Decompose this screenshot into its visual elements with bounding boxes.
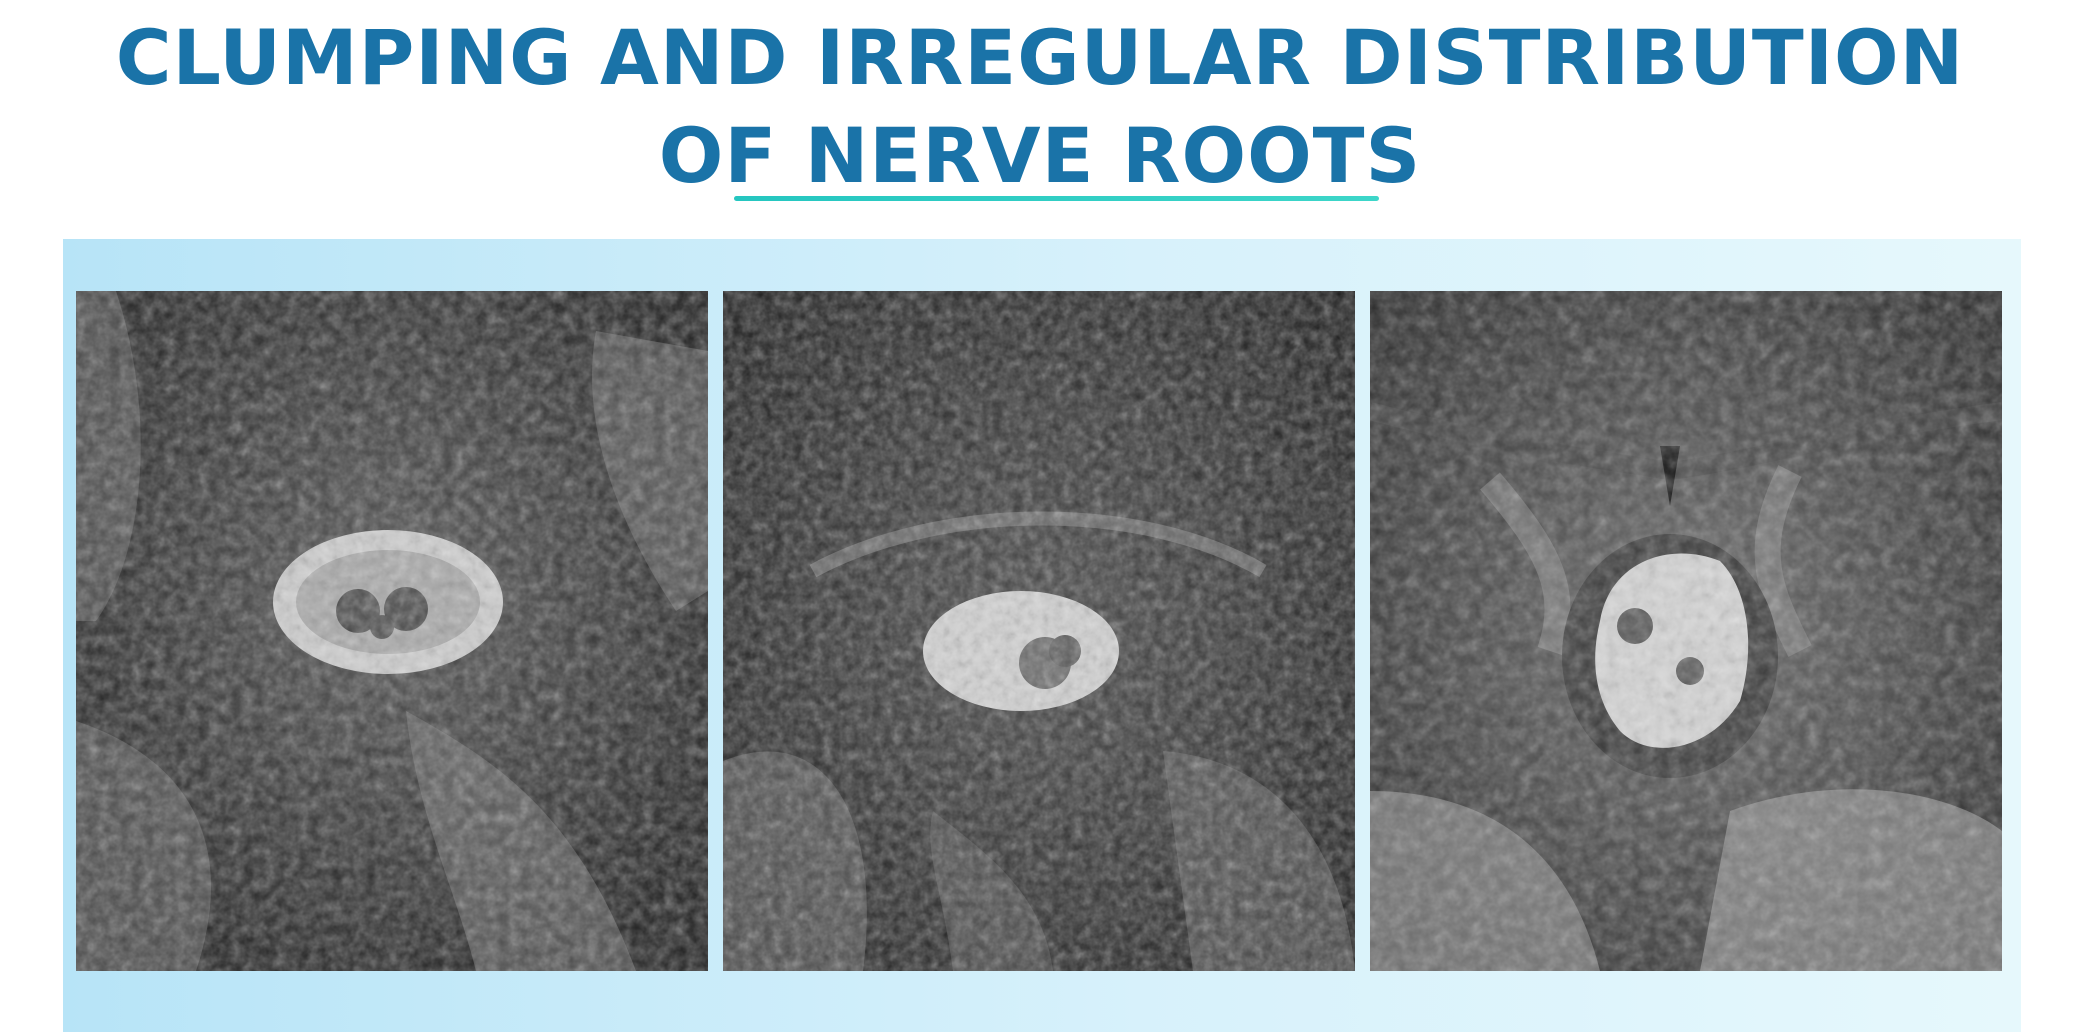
title-line-1: CLUMPING AND IRREGULAR DISTRIBUTION [115,13,1965,102]
mri-scan-3 [1370,291,2002,971]
mri-scan-1 [76,291,708,971]
title-underline [734,196,1379,201]
mri-scan-2 [723,291,1355,971]
title-line-2: OF NERVE ROOTS [658,111,1422,200]
